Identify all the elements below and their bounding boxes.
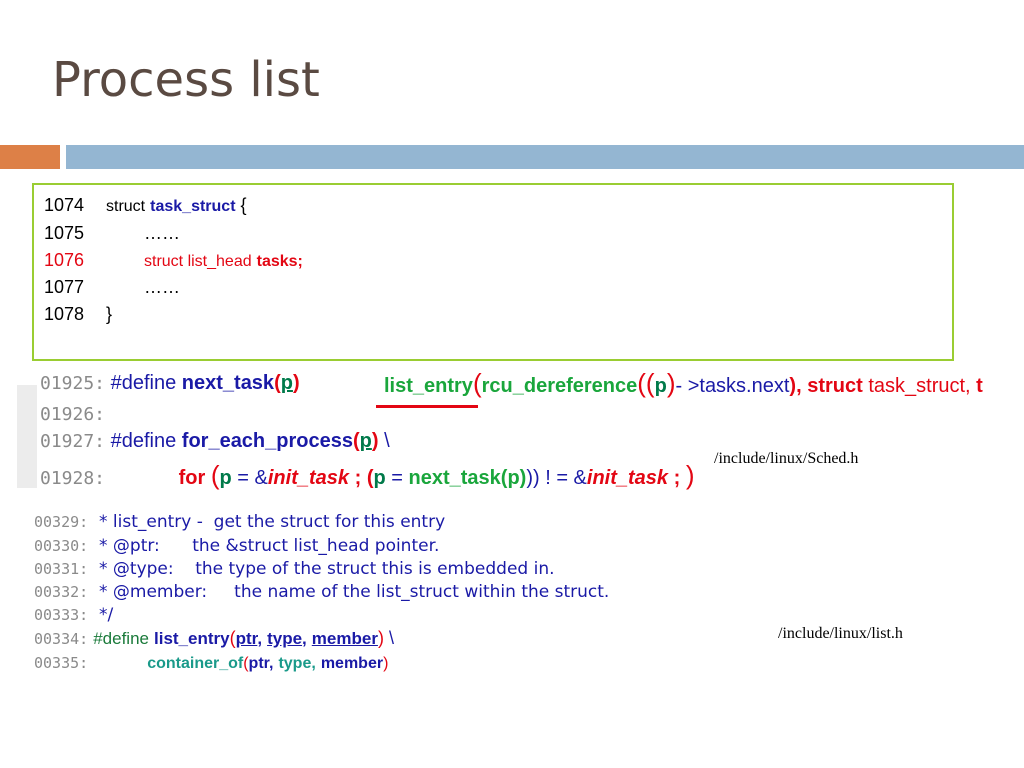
accent-bar-orange	[0, 145, 60, 169]
code-line-1078: 1078}	[44, 304, 113, 324]
list-line-00332: 00332: * @member: the name of the list_s…	[34, 582, 610, 602]
gutter-bar	[17, 385, 37, 488]
list-path-label: /include/linux/list.h	[778, 625, 903, 642]
sched-line-01925-body: list_entry(rcu_dereference((p)- >tasks.n…	[384, 368, 983, 398]
code-line-1075: 1075……	[44, 223, 180, 243]
sched-line-01927: 01927: #define for_each_process(p) \	[40, 430, 390, 452]
slide-title: Process list	[52, 52, 320, 108]
list-line-00329: 00329: * list_entry - get the struct for…	[34, 512, 446, 532]
list-line-00331: 00331: * @type: the type of the struct t…	[34, 559, 555, 579]
sched-line-01925: 01925: #define next_task(p)	[40, 372, 300, 394]
sched-path-label: /include/linux/Sched.h	[714, 450, 859, 467]
list-line-00335: 00335: container_of(ptr, type, member)	[34, 654, 389, 672]
list-line-00334: 00334: #define list_entry(ptr, type, mem…	[34, 628, 394, 648]
code-line-1077: 1077……	[44, 277, 180, 297]
accent-bar-blue	[66, 145, 1024, 169]
list-line-00333: 00333: */	[34, 605, 114, 625]
sched-line-01926: 01926:	[40, 404, 106, 425]
list-line-00330: 00330: * @ptr: the &struct list_head poi…	[34, 536, 440, 556]
list-entry-underline	[376, 405, 478, 408]
sched-line-01928: 01928: for (p = &init_task ; (p = next_t…	[40, 460, 695, 490]
